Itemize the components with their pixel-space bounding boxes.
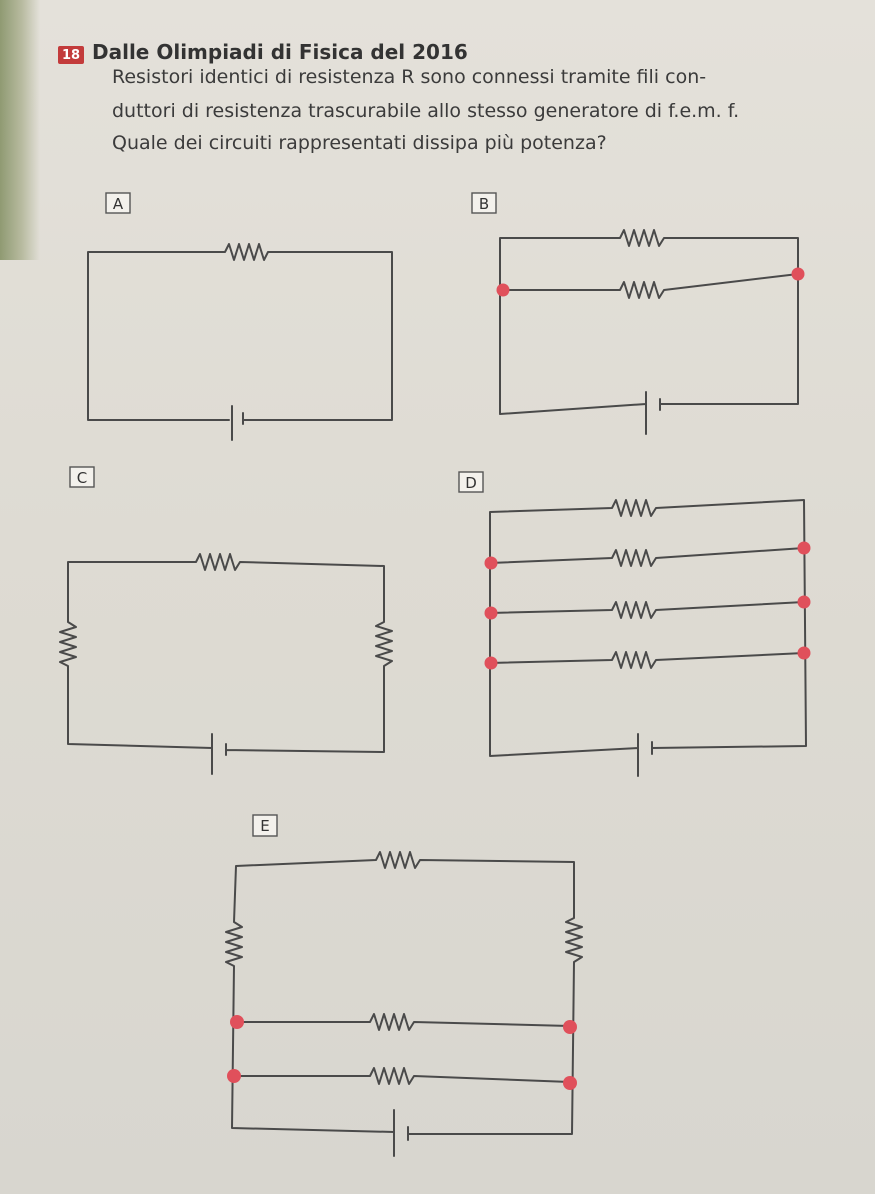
- circuit-c: C: [59, 466, 393, 775]
- page-edge-shadow: [0, 0, 40, 260]
- circuit-d-node-left-1: [484, 556, 498, 570]
- problem-number-badge: 18: [58, 46, 84, 64]
- circuit-e-node-left-1: [230, 1015, 244, 1029]
- circuit-label-c: C: [77, 469, 87, 487]
- circuit-label-e: E: [260, 817, 269, 835]
- circuit-a-wires: [87, 243, 393, 441]
- circuit-label-box-a: [105, 192, 131, 214]
- circuit-d-node-right-3: [797, 646, 811, 660]
- circuit-e-node-right-2: [563, 1076, 577, 1090]
- problem-text-line-1: Resistori identici di resistenza R sono …: [112, 66, 707, 88]
- circuit-c-wires: [59, 553, 393, 775]
- circuit-e: E: [225, 814, 583, 1157]
- problem-heading: Dalle Olimpiadi di Fisica del 2016: [92, 40, 468, 64]
- circuit-label-b: B: [479, 195, 489, 213]
- circuit-d-node-left-3: [484, 656, 498, 670]
- circuit-b: B: [471, 192, 805, 435]
- circuit-label-d: D: [465, 474, 477, 492]
- circuit-d: D: [458, 471, 811, 777]
- circuit-e-node-left-2: [227, 1069, 241, 1083]
- circuit-a: A: [87, 192, 393, 441]
- circuit-e-wires: [225, 851, 583, 1157]
- circuit-label-box-c: [69, 466, 95, 488]
- circuit-label-box-b: [471, 192, 497, 214]
- problem-text-line-2: duttori di resistenza trascurabile allo …: [112, 100, 740, 122]
- circuit-b-wires: [499, 229, 799, 435]
- circuit-e-node-right-1: [563, 1020, 577, 1034]
- problem-text-line-3: Quale dei circuiti rappresentati dissipa…: [112, 132, 607, 154]
- circuit-b-node-left: [496, 283, 510, 297]
- circuit-d-node-right-2: [797, 595, 811, 609]
- circuit-d-wires: [489, 499, 807, 777]
- circuit-d-node-left-2: [484, 606, 498, 620]
- circuit-label-box-e: [252, 814, 278, 837]
- circuit-label-a: A: [113, 195, 124, 213]
- circuit-label-box-d: [458, 471, 484, 493]
- circuit-b-node-right: [791, 267, 805, 281]
- circuit-d-node-right-1: [797, 541, 811, 555]
